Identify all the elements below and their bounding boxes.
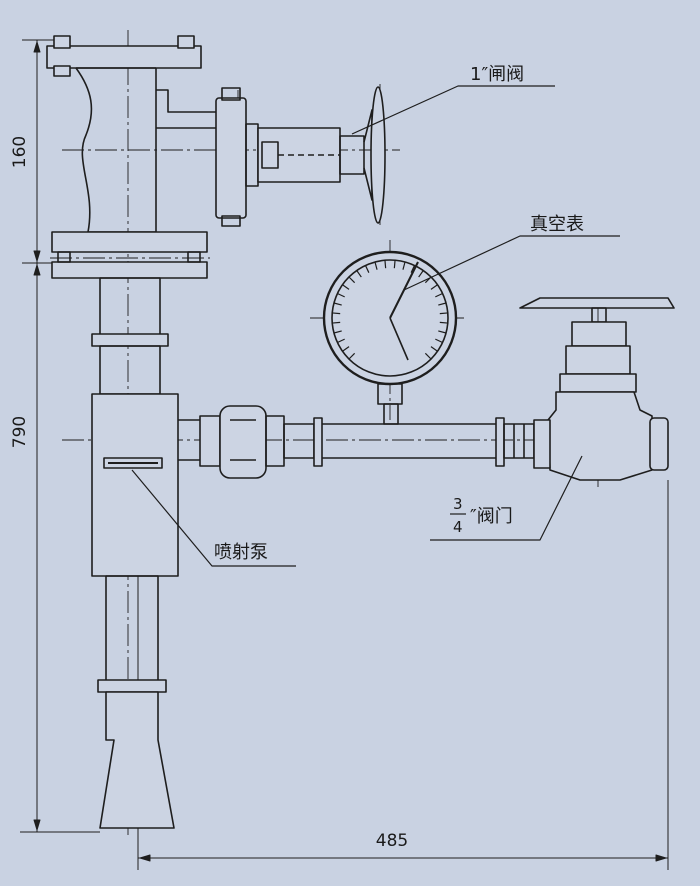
- gauge-tick: [348, 352, 356, 360]
- gauge-tick: [332, 321, 341, 324]
- gauge-ticks: [332, 260, 448, 360]
- gauge-tick: [435, 338, 443, 344]
- gate-valve-1in: [215, 86, 386, 227]
- dim-lower-height: 790: [10, 416, 30, 448]
- ejector-pump-body: [91, 393, 179, 577]
- label-ejector-pump: 喷射泵: [214, 542, 268, 563]
- horizontal-branch-pipe: [178, 405, 535, 479]
- dim-width: 485: [376, 831, 408, 851]
- gauge-tick: [337, 338, 345, 344]
- gauge-tick: [342, 346, 350, 352]
- vacuum-gauge: [322, 250, 458, 425]
- gauge-tick: [348, 276, 356, 284]
- gauge-tick: [342, 284, 350, 290]
- label-valve-suffix: ″阀门: [470, 506, 513, 527]
- gauge-tick: [393, 260, 396, 269]
- gauge-tick: [439, 321, 448, 324]
- gauge-tick: [356, 270, 362, 278]
- label-valve-frac-den: 4: [453, 518, 463, 536]
- labels: 1″闸阀 真空表 3 4 ″阀门 喷射泵: [214, 64, 584, 563]
- dimension-texts: 160 790 485: [10, 136, 408, 851]
- gauge-tick: [374, 261, 378, 270]
- upper-header-pipe: [46, 35, 216, 279]
- gauge-tick: [333, 302, 342, 306]
- gauge-tick: [418, 270, 424, 278]
- gauge-tick: [410, 265, 416, 273]
- leader-lines: [131, 85, 620, 567]
- gauge-tick: [333, 330, 342, 334]
- globe-valve-3-4in: [519, 297, 675, 481]
- gauge-tick: [435, 292, 443, 298]
- gauge-tick: [430, 284, 438, 290]
- gauge-tick: [438, 302, 447, 306]
- label-vacuum-gauge: 真空表: [530, 214, 584, 235]
- gauge-tick: [424, 352, 432, 360]
- gauge-tick: [364, 265, 370, 273]
- gauge-tick: [430, 346, 438, 352]
- gauge-tick: [402, 261, 406, 270]
- main-vertical-pipe: [91, 277, 169, 395]
- gauge-tick: [384, 260, 387, 269]
- lower-pipe-and-nozzle: [97, 575, 175, 829]
- dim-upper-height: 160: [10, 136, 30, 168]
- label-valve-frac-num: 3: [453, 495, 463, 513]
- label-valve-3-4: 3 4 ″阀门: [450, 495, 513, 536]
- gauge-tick: [439, 312, 448, 315]
- label-gate-valve: 1″闸阀: [470, 64, 524, 85]
- gauge-tick: [438, 330, 447, 334]
- gauge-tick: [332, 312, 341, 315]
- gauge-tick: [337, 292, 345, 298]
